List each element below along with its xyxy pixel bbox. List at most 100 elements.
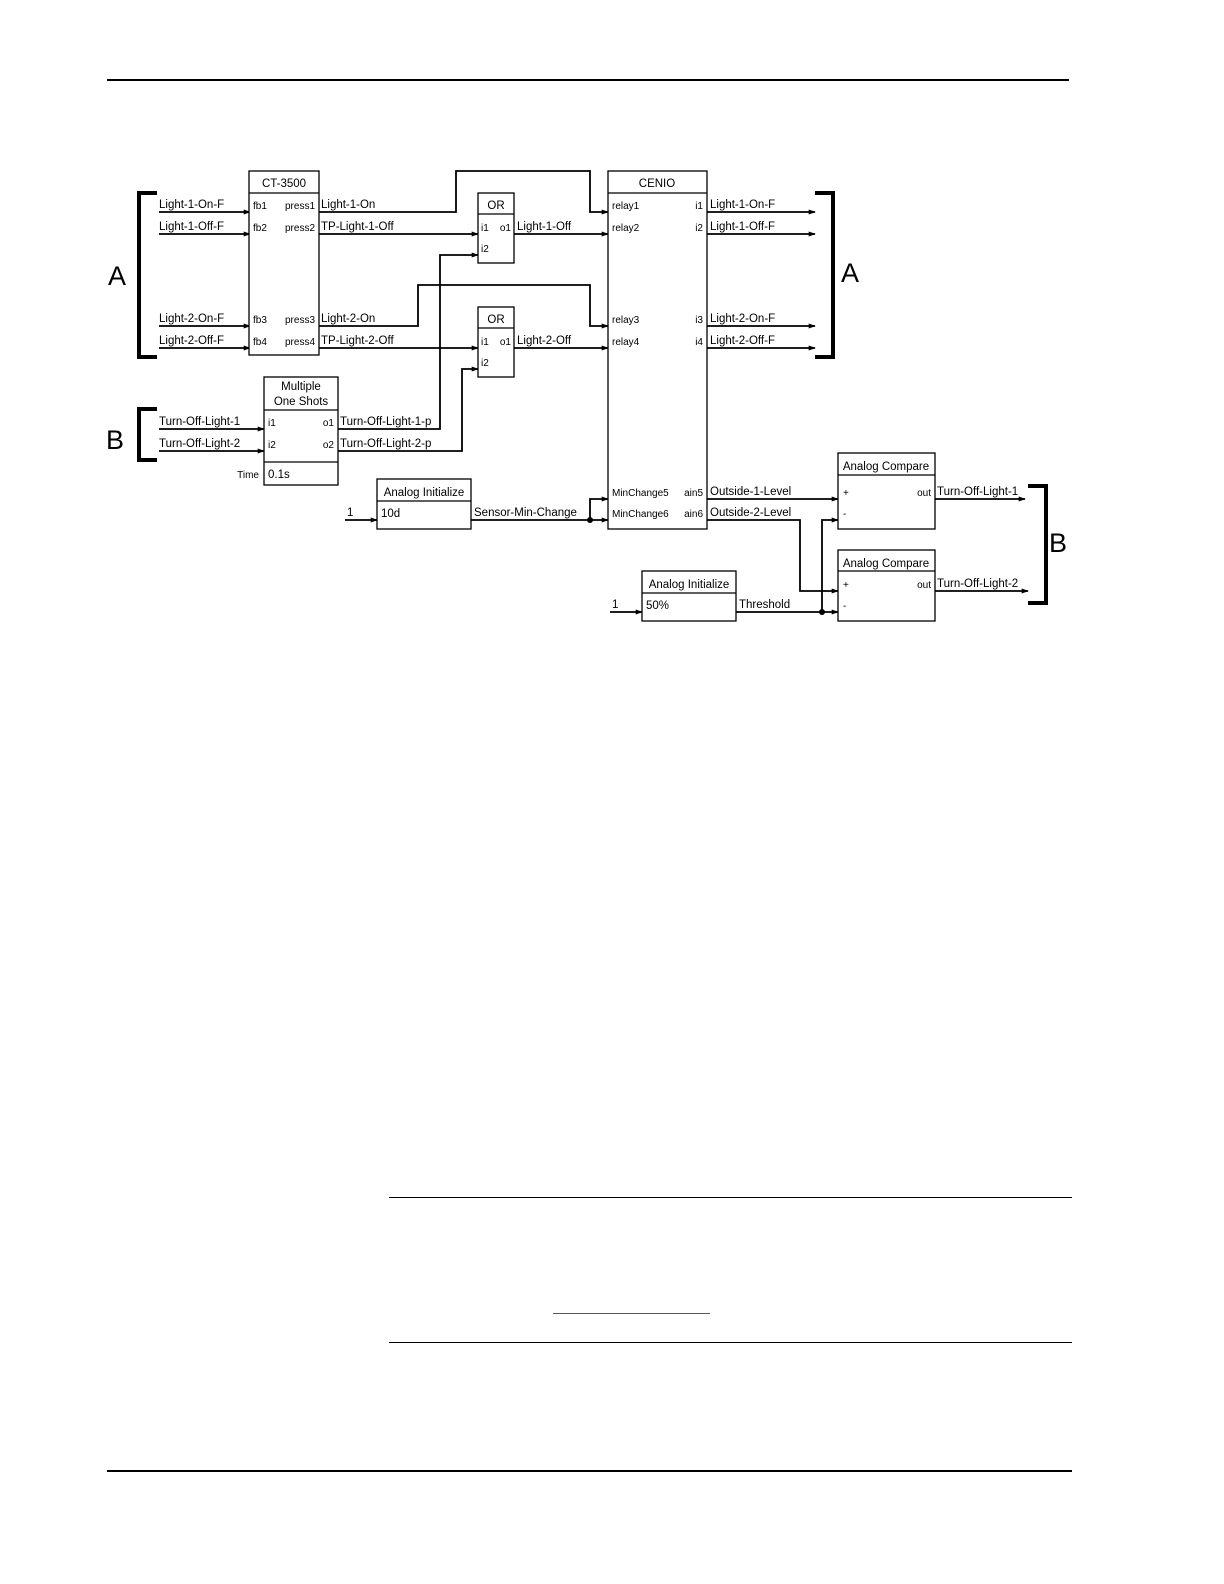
port-label: fb2	[253, 223, 267, 234]
analog-initialize-block-2: Analog Initialize 50% 1	[612, 570, 737, 622]
block-title: Analog Initialize	[384, 487, 465, 499]
bracket-label-b-left: B	[106, 425, 124, 455]
port-label: relay1	[612, 201, 640, 212]
port-label: i1	[481, 337, 489, 348]
param-value: 0.1s	[268, 469, 290, 481]
input-constant: 1	[612, 599, 618, 611]
port-label: o2	[323, 440, 335, 451]
port-label: -	[843, 509, 846, 520]
signal-label: Light-2-Off	[517, 335, 572, 347]
port-label: press4	[285, 337, 315, 348]
signal-label: Light-1-On	[321, 199, 375, 211]
cenio-block: CENIO relay1 i1 relay2 i2 relay3 i3 rela…	[607, 170, 708, 530]
signal-label: Sensor-Min-Change	[474, 507, 577, 519]
signal-label: Light-1-On-F	[159, 199, 224, 211]
port-label: i4	[695, 337, 703, 348]
signal-label: Turn-Off-Light-1	[937, 486, 1018, 498]
signal-label: Light-2-On-F	[159, 313, 224, 325]
signal-label: Turn-Off-Light-2-p	[340, 438, 431, 450]
port-label: i2	[481, 358, 489, 369]
signal-label: Light-2-On	[321, 313, 375, 325]
signal-label: TP-Light-2-Off	[321, 335, 394, 347]
analog-compare-block-1: Analog Compare + out -	[837, 452, 936, 530]
param-value: 50%	[646, 600, 669, 612]
port-label: o1	[500, 223, 512, 234]
port-label: ain5	[684, 488, 703, 499]
param-value: 10d	[381, 508, 400, 520]
port-label: ain6	[684, 509, 703, 520]
port-label: i1	[268, 418, 276, 429]
port-label: press1	[285, 201, 315, 212]
port-label: relay3	[612, 315, 640, 326]
signal-label: Light-2-Off-F	[710, 335, 775, 347]
port-label: press2	[285, 223, 315, 234]
bracket-b-left	[137, 407, 157, 462]
block-title: CT-3500	[262, 178, 306, 190]
signal-label: Outside-1-Level	[710, 486, 791, 498]
port-label: fb1	[253, 201, 267, 212]
port-label: MinChange5	[612, 488, 669, 499]
port-label: o1	[323, 418, 335, 429]
bracket-label-b-right: B	[1049, 528, 1067, 558]
block-title: Analog Compare	[843, 558, 929, 570]
wires	[159, 170, 1029, 615]
port-label: out	[917, 580, 931, 591]
bracket-a-left	[137, 191, 157, 359]
port-label: MinChange6	[612, 509, 669, 520]
or-block-1: OR i1 o1 i2	[477, 192, 515, 264]
signal-label: Threshold	[739, 599, 790, 611]
signal-label: Light-1-Off-F	[159, 221, 224, 233]
signal-label: Light-1-Off	[517, 221, 572, 233]
port-label: +	[843, 488, 849, 499]
block-title: One Shots	[274, 396, 329, 408]
block-title: OR	[487, 200, 504, 212]
port-label: out	[917, 488, 931, 499]
wiring-diagram: A B A B	[106, 170, 1067, 622]
port-label: +	[843, 580, 849, 591]
bracket-a-right	[815, 191, 835, 359]
or-block-2: OR i1 o1 i2	[477, 306, 515, 378]
signal-label: Light-2-Off-F	[159, 335, 224, 347]
port-label: press3	[285, 315, 315, 326]
signal-label: Outside-2-Level	[710, 507, 791, 519]
port-label: -	[843, 601, 846, 612]
link-underline[interactable]	[553, 1313, 710, 1314]
multiple-one-shots-block: Multiple One Shots i1 o1 i2 o2 Time 0.1s	[237, 376, 339, 486]
header-rule	[107, 79, 1069, 81]
block-title: Multiple	[281, 381, 321, 393]
input-constant: 1	[347, 507, 353, 519]
analog-initialize-block-1: Analog Initialize 10d 1	[347, 478, 472, 530]
signal-label: Turn-Off-Light-2	[937, 578, 1018, 590]
block-title: OR	[487, 314, 504, 326]
port-label: i3	[695, 315, 703, 326]
section-rule-bottom	[389, 1342, 1072, 1343]
port-label: relay4	[612, 337, 640, 348]
signal-label: Turn-Off-Light-2	[159, 438, 240, 450]
footer-rule	[107, 1470, 1072, 1472]
analog-compare-block-2: Analog Compare + out -	[837, 549, 936, 622]
port-label: i1	[695, 201, 703, 212]
port-label: i2	[695, 223, 703, 234]
signal-label: Turn-Off-Light-1	[159, 416, 240, 428]
bracket-b-right	[1028, 484, 1048, 605]
signal-label: Turn-Off-Light-1-p	[340, 416, 431, 428]
port-label: i2	[268, 440, 276, 451]
port-label: fb4	[253, 337, 267, 348]
ct-3500-block: CT-3500 fb1 press1 fb2 press2 fb3 press3…	[248, 170, 320, 356]
block-title: Analog Initialize	[649, 579, 730, 591]
bracket-label-a-right: A	[841, 258, 859, 288]
signal-label: Light-1-On-F	[710, 199, 775, 211]
signal-label: Light-1-Off-F	[710, 221, 775, 233]
param-label: Time	[237, 470, 259, 481]
signal-label: Light-2-On-F	[710, 313, 775, 325]
port-label: fb3	[253, 315, 267, 326]
port-label: i1	[481, 223, 489, 234]
block-title: Analog Compare	[843, 461, 929, 473]
block-title: CENIO	[639, 178, 675, 190]
signal-label: TP-Light-1-Off	[321, 221, 394, 233]
port-label: o1	[500, 337, 512, 348]
section-rule-top	[389, 1197, 1072, 1198]
port-label: i2	[481, 244, 489, 255]
bracket-label-a-left: A	[108, 261, 126, 291]
port-label: relay2	[612, 223, 640, 234]
